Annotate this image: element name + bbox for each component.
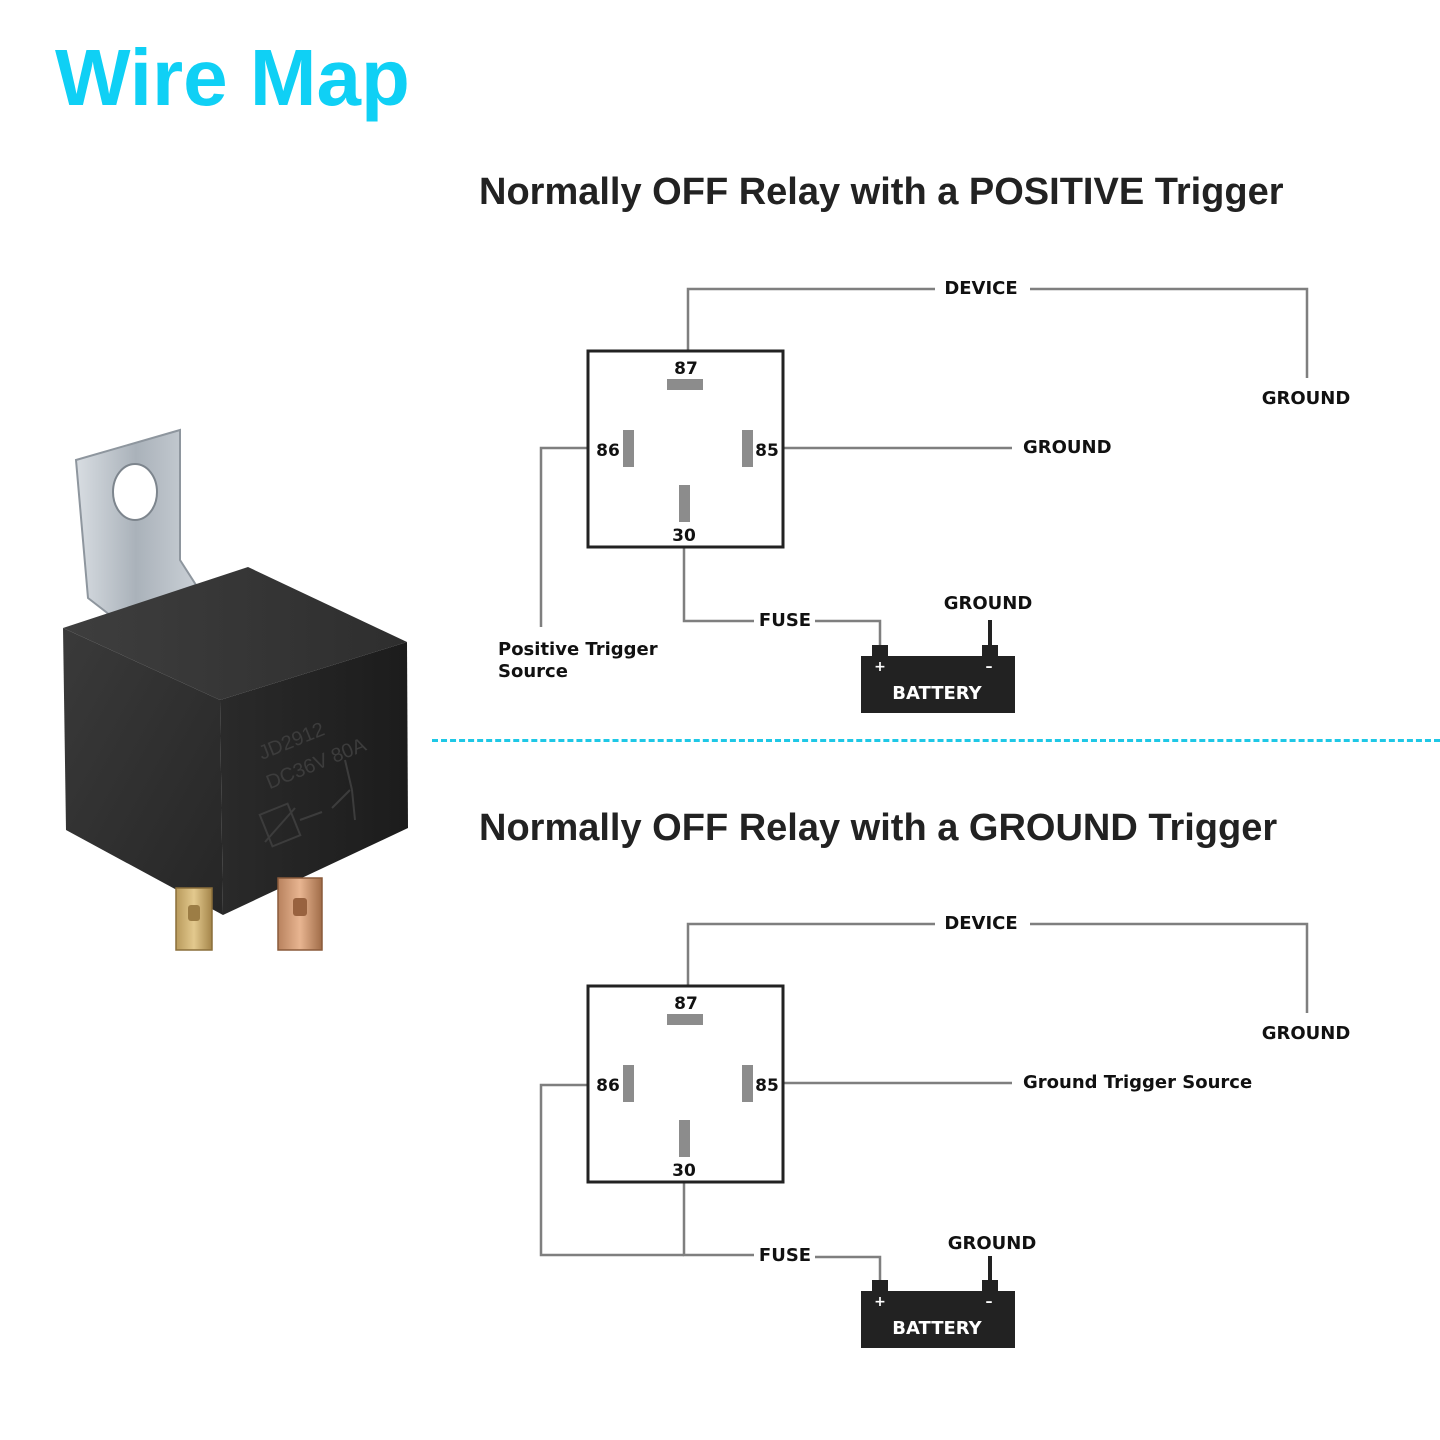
terminal-hole [293, 898, 307, 916]
device-ground-label: GROUND [1262, 388, 1351, 409]
fuse-label: FUSE [759, 610, 811, 631]
pin-30-blade [679, 485, 690, 522]
device-label: DEVICE [944, 913, 1017, 934]
pin-87-label: 87 [674, 994, 698, 1014]
wire-fuse-battery [815, 619, 882, 646]
bracket-hole [112, 463, 158, 521]
pin-86-label: 86 [596, 441, 620, 461]
battery-plus-sign: + [874, 1294, 886, 1310]
wire-fuse-battery [815, 1255, 882, 1282]
pin-87-label: 87 [674, 359, 698, 379]
wire-30-fuse [682, 548, 754, 623]
wire-30-fuse [682, 1183, 754, 1257]
pin-85-label: 85 [755, 1076, 779, 1096]
pin-86-blade [623, 1065, 634, 1102]
pin85-ground-label: GROUND [1023, 437, 1112, 458]
pin-30-label: 30 [672, 526, 696, 546]
fuse-label: FUSE [759, 1245, 811, 1266]
wire-87-device [686, 287, 935, 350]
pin-85-blade [742, 430, 753, 467]
pin-87-blade [667, 1014, 703, 1025]
battery-positive-terminal [872, 1280, 888, 1294]
battery-label: BATTERY [892, 683, 982, 704]
relay-schematic-engraving [258, 759, 356, 848]
battery-ground-label: GROUND [948, 1233, 1037, 1254]
pin-30-label: 30 [672, 1161, 696, 1181]
device-ground-label: GROUND [1262, 1023, 1351, 1044]
terminal-hole [188, 905, 200, 921]
battery-minus-sign: – [986, 659, 993, 675]
section-title-ground-trigger: Normally OFF Relay with a GROUND Trigger [479, 807, 1278, 849]
pin-85-blade [742, 1065, 753, 1102]
section-divider [432, 739, 1440, 742]
pin-86-blade [623, 430, 634, 467]
device-label: DEVICE [944, 278, 1017, 299]
pin-85-label: 85 [755, 441, 779, 461]
wire-device-ground [1030, 922, 1309, 1013]
battery-label: BATTERY [892, 1318, 982, 1339]
trigger-source-label-2: Source [498, 661, 568, 682]
ground-trigger-source-label: Ground Trigger Source [1023, 1072, 1252, 1093]
pin-87-blade [667, 379, 703, 390]
relay-cube: JD2912 DC36V 80A [63, 567, 408, 915]
wire-87-device [686, 922, 935, 985]
trigger-source-label: Positive Trigger [498, 639, 658, 660]
battery-ground-label: GROUND [944, 593, 1033, 614]
battery-negative-terminal [982, 1280, 998, 1294]
wire-86-trigger [539, 446, 588, 627]
pin-86-label: 86 [596, 1076, 620, 1096]
pin-30-blade [679, 1120, 690, 1157]
section-title-positive-trigger: Normally OFF Relay with a POSITIVE Trigg… [479, 171, 1284, 213]
wire-device-ground [1030, 287, 1309, 378]
relay-photo: JD2912 DC36V 80A [63, 428, 408, 951]
battery-negative-terminal [982, 645, 998, 659]
battery-positive-terminal [872, 645, 888, 659]
battery-plus-sign: + [874, 659, 886, 675]
wire-86-loop [539, 1083, 684, 1257]
battery: + – BATTERY [861, 645, 1015, 713]
battery-minus-sign: – [986, 1294, 993, 1310]
battery: + – BATTERY [861, 1280, 1015, 1348]
page-title: Wire Map [55, 33, 410, 122]
